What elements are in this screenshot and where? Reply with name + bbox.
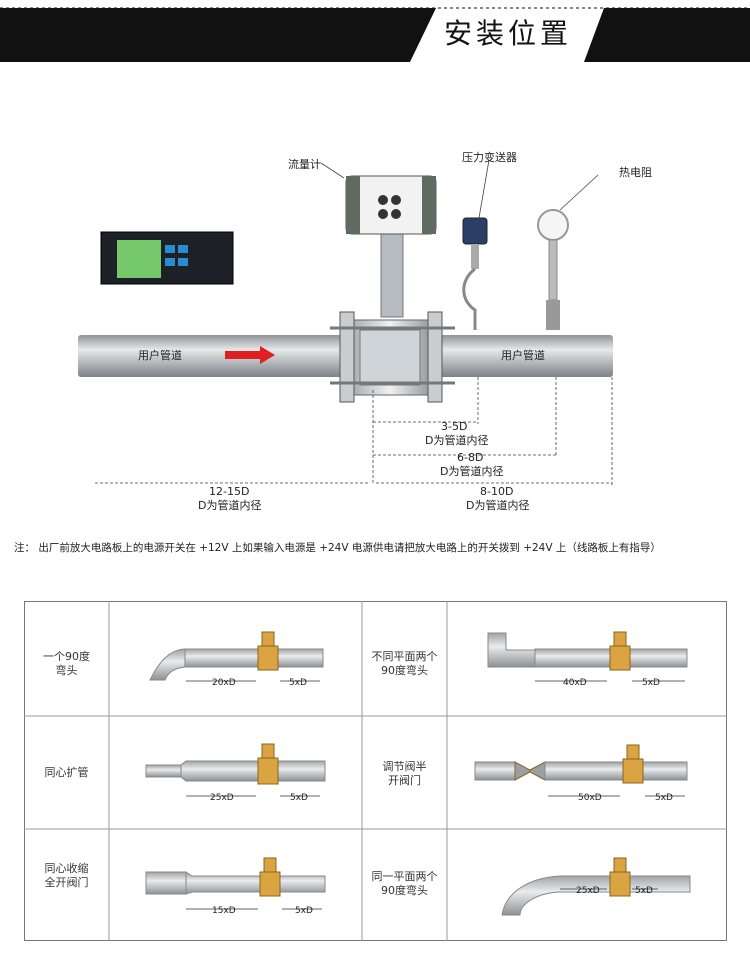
cell-label-5: 同心收缩 全开阀门 [44,862,89,889]
dim-12-15d-desc: D为管道内径 [198,499,262,512]
pipe-right-label: 用户管道 [501,349,545,362]
cell-label-4: 调节阀半 开阀门 [382,760,427,787]
cell6-upstream: 25xD [576,886,600,896]
installation-diagram [78,159,613,485]
flowmeter-label: 流量计 [288,158,321,171]
requirements-table [24,601,727,941]
dim-8-10d-desc: D为管道内径 [466,499,530,512]
cell4-upstream: 50xD [578,793,602,803]
cell3-upstream: 25xD [210,793,234,803]
cell-label-3: 同心扩管 [44,766,89,779]
dim-3-5d-desc: D为管道内径 [425,434,489,447]
dim-12-15d: 12-15D [209,485,250,498]
cell3-downstream: 5xD [290,793,308,803]
cell2-upstream: 40xD [563,678,587,688]
installation-note: 注： 出厂前放大电路板上的电源开关在 +12V 上如果输入电源是 +24V 电源… [14,542,661,554]
thermal-resistor-label: 热电阻 [619,166,652,179]
cell-label-1: 一个90度 弯头 [43,650,90,677]
dim-6-8d-desc: D为管道内径 [440,465,504,478]
pressure-transmitter-label: 压力变送器 [462,151,517,164]
cell2-downstream: 5xD [642,678,660,688]
dim-8-10d: 8-10D [480,485,514,498]
cell-label-2: 不同平面两个 90度弯头 [371,650,438,677]
header-banner [0,7,750,62]
cell4-downstream: 5xD [655,793,673,803]
flow-arrow [225,346,275,364]
cell6-downstream: 5xD [635,886,653,896]
cell1-downstream: 5xD [289,678,307,688]
cell1-upstream: 20xD [212,678,236,688]
dim-3-5d: 3-5D [441,420,468,433]
requirements-grid-lines [24,601,727,941]
cell5-upstream: 15xD [212,906,236,916]
dim-6-8d: 6-8D [457,451,484,464]
cell-label-6: 同一平面两个 90度弯头 [371,870,438,897]
pipe-left-label: 用户管道 [138,349,182,362]
page-title: 安装位置 [443,17,572,50]
cell5-downstream: 5xD [295,906,313,916]
